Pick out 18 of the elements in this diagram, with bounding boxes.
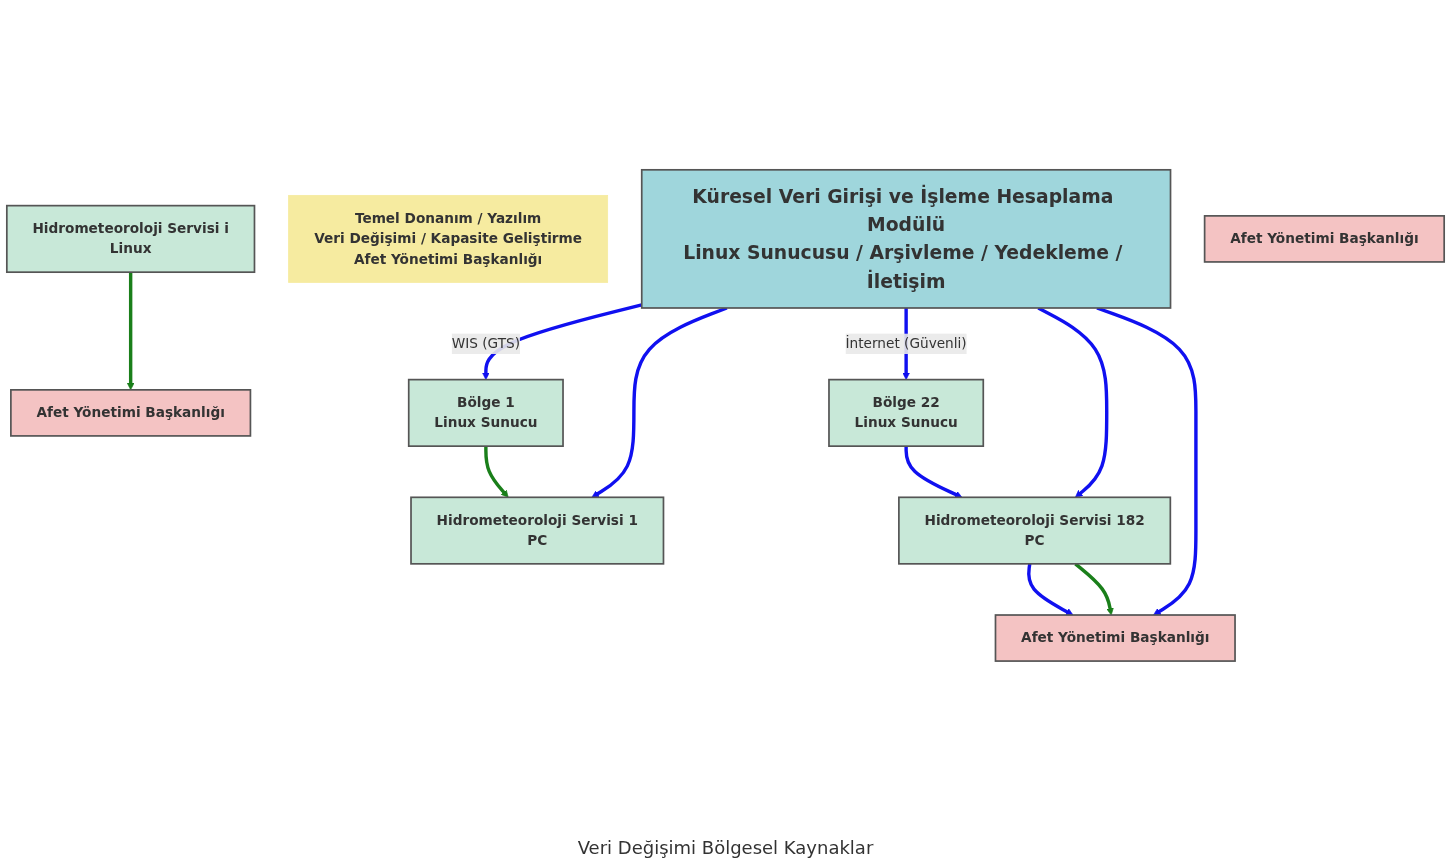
arrow	[1027, 563, 1074, 616]
node-box: Bölge 22 Linux Sunucu	[828, 378, 985, 448]
node-box: Afet Yönetimi Başkanlığı	[10, 389, 252, 437]
node-box: Küresel Veri Girişi ve İşleme Hesaplama Modülü Linux Sunucusu / Arşivleme / Yedekleme / İletişim	[640, 169, 1172, 309]
arrow	[1074, 562, 1114, 616]
arrow	[126, 272, 135, 391]
node-box: Hidrometeoroloji Servisi 1 PC	[410, 496, 665, 565]
node-box: Hidrometeoroloji Servisi 182 PC	[898, 496, 1172, 565]
arrow	[484, 446, 509, 498]
node-box: Temel Donanım / Yazılım Veri Değişimi / Kapasite Geliştirme Afet Yönetimi Başkanlığı	[288, 195, 609, 283]
node-box: Bölge 1 Linux Sunucu	[407, 378, 564, 448]
note-text: Veri Değişimi Bölgesel Kaynaklar	[577, 837, 874, 858]
node-box: Hidrometeoroloji Servisi i Linux	[5, 204, 256, 274]
edge-label: İnternet (Güvenli)	[845, 335, 967, 352]
node-box: Afet Yönetimi Başkanlığı	[1203, 215, 1446, 263]
edge-label: WIS (GTS)	[451, 335, 520, 352]
arrow	[904, 446, 963, 498]
node-box: Afet Yönetimi Başkanlığı	[994, 614, 1236, 662]
